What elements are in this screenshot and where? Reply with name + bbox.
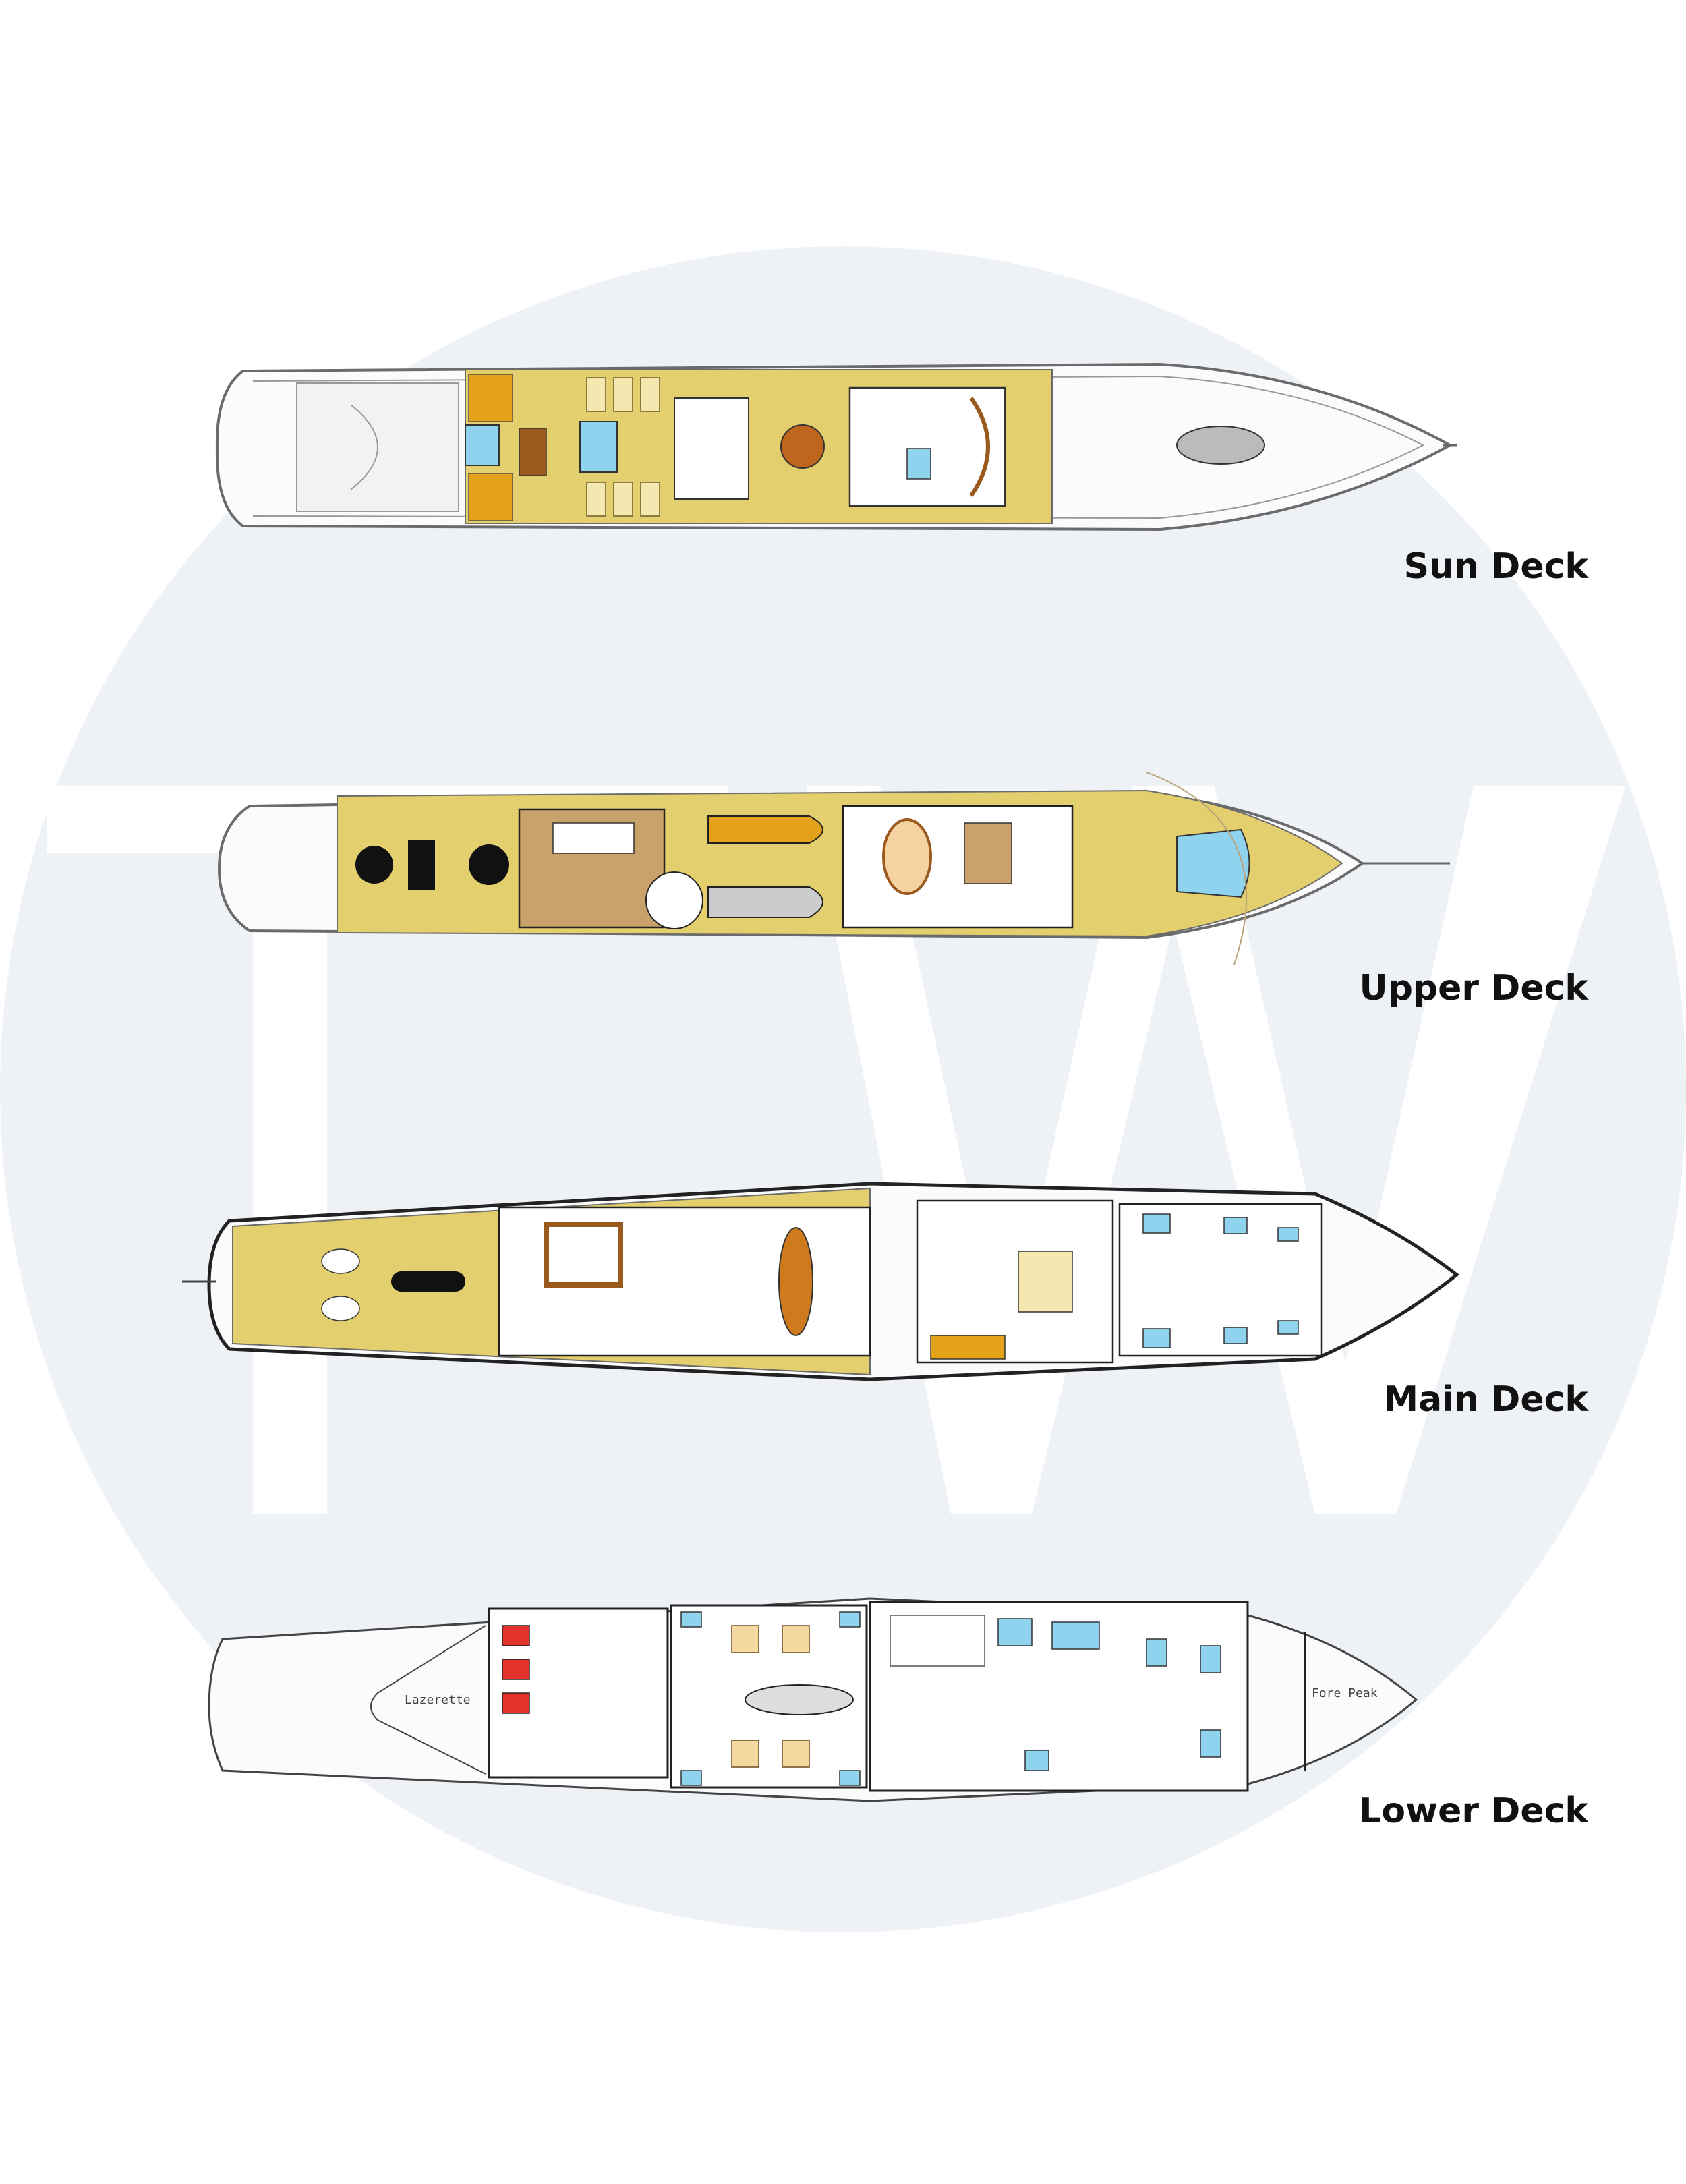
- main-deck-dining-table: [778, 1227, 813, 1336]
- lower-deck-galley: [890, 1615, 985, 1667]
- sun-deck-plan: Sun Deck: [0, 324, 1686, 594]
- upper-deck-owner-area: [842, 805, 1074, 929]
- sun-deck-jacuzzi: [465, 424, 500, 466]
- main-deck-plan: Main Deck: [0, 1147, 1686, 1430]
- watermark-circle: [0, 246, 1686, 1932]
- main-deck-saloon: [498, 1206, 871, 1357]
- upper-deck-owner-lounge: [964, 822, 1012, 884]
- lower-deck-guest-beds: [731, 1625, 810, 1768]
- lower-deck-label: Lower Deck: [1359, 1791, 1588, 1831]
- lower-deck-lazerette-outline: [370, 1625, 486, 1775]
- upper-deck-aft-table-1: [355, 846, 393, 884]
- sun-deck-hull-inner: [252, 375, 1425, 519]
- watermark-letter-w: [806, 786, 1625, 1514]
- upper-deck-tender-top: [707, 815, 823, 844]
- sun-deck-sunbed-top: [468, 374, 513, 422]
- upper-deck-spiral-stair: [645, 871, 703, 929]
- lower-deck-guest-corridor: [745, 1684, 854, 1715]
- upper-deck-aft-table-2: [408, 840, 435, 890]
- lower-deck-plan: Lazerette Fore Peak Lower Deck: [0, 1578, 1686, 1848]
- sun-deck-sofa: [519, 428, 547, 476]
- upper-deck-pool: [1176, 828, 1250, 898]
- sun-deck-aft-arc: [350, 404, 378, 490]
- lower-deck-crew-baths: [680, 1611, 1221, 1786]
- sun-deck-fore-tender: [1176, 426, 1265, 465]
- sun-deck-wheelhouse: [848, 386, 1006, 507]
- main-deck-label: Main Deck: [1383, 1379, 1588, 1420]
- main-deck-crew-baths: [1142, 1213, 1299, 1348]
- upper-deck-rig-arc: [1146, 772, 1248, 965]
- lower-deck-fore-peak-label: Fore Peak: [1312, 1686, 1378, 1700]
- upper-deck-sky-lounge-sofa: [552, 822, 635, 854]
- main-deck-aft-tender-2: [321, 1296, 360, 1321]
- main-deck-owner-study: [930, 1335, 1006, 1360]
- upper-deck-label: Upper Deck: [1359, 968, 1588, 1008]
- sun-deck-sunbed-bottom: [468, 473, 513, 521]
- sun-deck-label: Sun Deck: [1403, 546, 1588, 587]
- sun-deck-round-table: [780, 424, 825, 469]
- sun-deck-wheelhouse-console: [969, 397, 990, 497]
- lower-deck-lazerette-label: Lazerette: [405, 1693, 471, 1707]
- sun-deck-loungers: [586, 377, 660, 517]
- main-deck-aft-tender-1: [321, 1248, 360, 1274]
- lower-deck-engines: [502, 1625, 530, 1714]
- sun-deck-skylight: [579, 421, 618, 473]
- sun-deck-wheelhouse-pool: [906, 448, 931, 480]
- upper-deck-tender-bottom: [707, 886, 823, 918]
- main-deck-aft-dining-table: [391, 1271, 465, 1292]
- main-deck-owner-bed: [1018, 1251, 1073, 1313]
- sun-deck-bar-structure: [674, 397, 749, 500]
- upper-deck-plan: Upper Deck: [0, 742, 1686, 1012]
- upper-deck-owner-bed: [882, 818, 932, 895]
- upper-deck-aft-table-3: [469, 844, 509, 885]
- main-deck-saloon-sofa: [544, 1222, 623, 1288]
